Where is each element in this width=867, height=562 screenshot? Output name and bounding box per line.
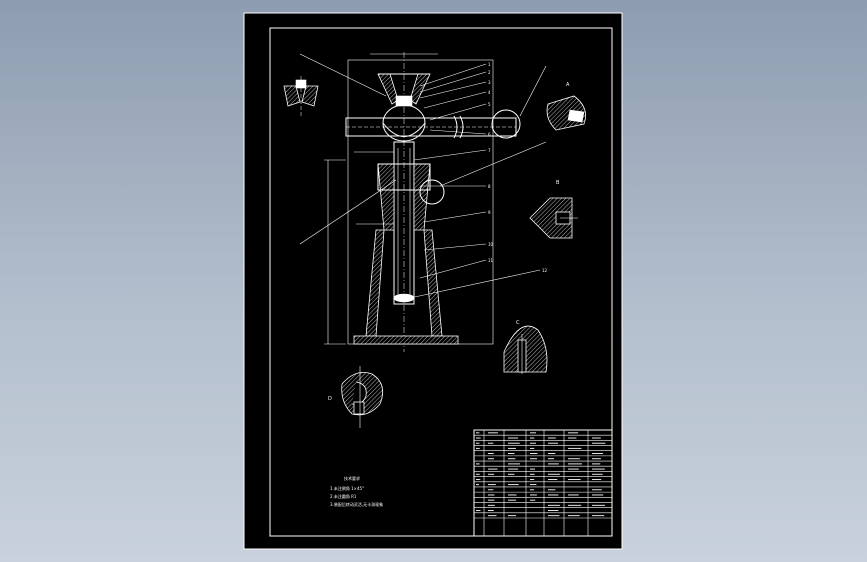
tech-note-line-2: 2.未注圆角 R1 (330, 493, 357, 499)
detail-a-label: A (566, 82, 570, 88)
detail-b-label: B (556, 180, 560, 186)
part-label-12: 12 (542, 268, 548, 273)
tech-notes-heading: 技术要求 (344, 475, 360, 481)
tech-note-line-1: 1.未注倒角 1×45° (330, 485, 364, 491)
tech-note-line-3: 3.装配后转动灵活,无卡滞现象 (330, 501, 383, 507)
detail-c-label: C (516, 320, 520, 326)
part-label-11: 11 (488, 258, 494, 263)
detail-d-label: D (328, 396, 332, 402)
part-label-10: 10 (488, 242, 494, 247)
